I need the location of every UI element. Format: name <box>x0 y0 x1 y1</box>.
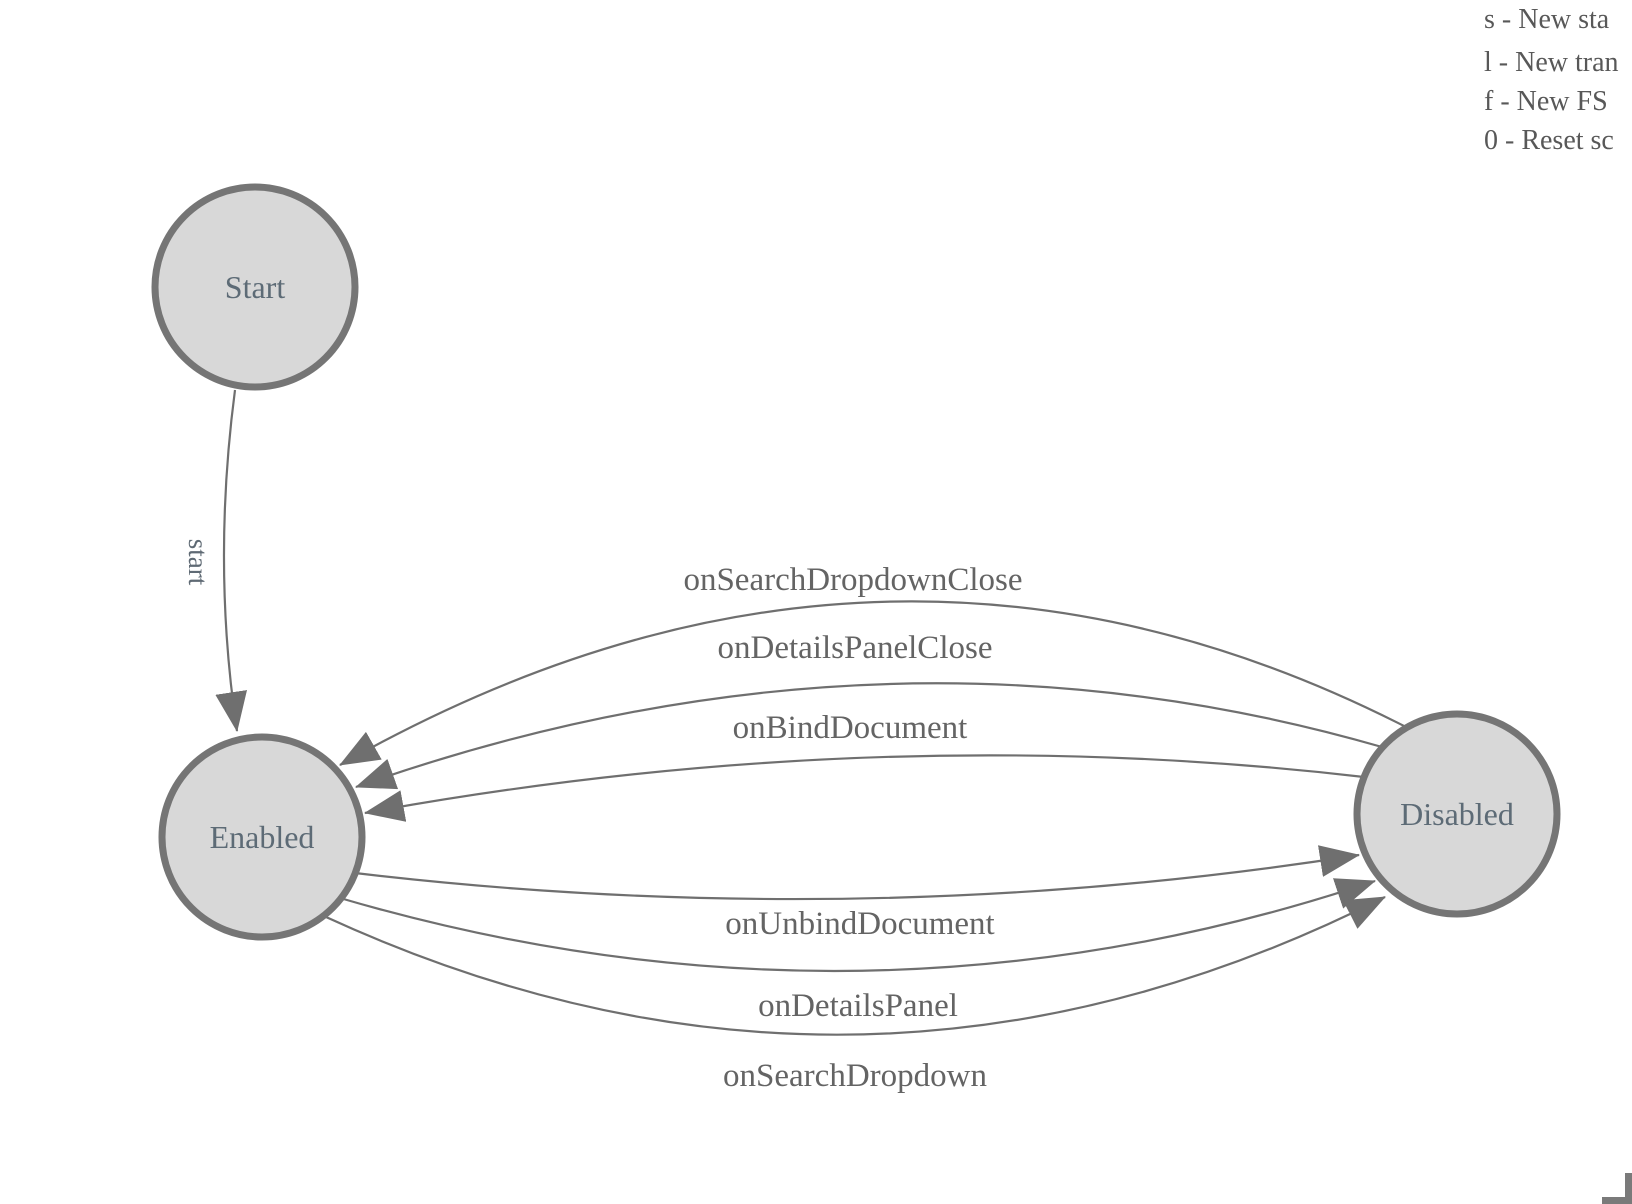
legend-line-new-transition: l - New tran <box>1484 47 1619 78</box>
transition-edge-onBindDocument[interactable] <box>364 754 1365 822</box>
state-node-enabled[interactable] <box>158 733 366 941</box>
state-label-enabled: Enabled <box>210 819 315 855</box>
legend-line-reset: 0 - Reset sc <box>1484 125 1614 156</box>
legend-line-new-fsm: f - New FS <box>1484 86 1608 117</box>
transition-label-onSearchDropdownClose[interactable]: onSearchDropdownClose <box>683 562 1022 598</box>
shortcuts-legend: s - New sta l - New tran f - New FS 0 - … <box>1484 4 1619 156</box>
state-node-disabled[interactable] <box>1353 710 1561 918</box>
transition-label-onBindDocument[interactable]: onBindDocument <box>733 710 968 746</box>
transition-edge-onSearchDropdown[interactable] <box>325 896 1386 1036</box>
state-label-disabled: Disabled <box>1400 796 1514 832</box>
transition-edge-start[interactable] <box>215 389 248 732</box>
viewport-corner-mark <box>1602 1173 1632 1204</box>
transition-edge-onUnbindDocument[interactable] <box>354 845 1360 901</box>
transition-label-onDetailsPanel[interactable]: onDetailsPanel <box>758 988 958 1024</box>
transition-label-onUnbindDocument[interactable]: onUnbindDocument <box>725 906 994 942</box>
transitions-layer: start onSearchDropdownClose onDetailsPan… <box>183 389 1407 1094</box>
transition-edge-onDetailsPanel[interactable] <box>339 878 1376 973</box>
states-layer: Start Enabled Disabled <box>151 183 1561 941</box>
transition-edge-onSearchDropdownClose[interactable] <box>339 600 1407 766</box>
state-node-start[interactable] <box>151 183 359 391</box>
legend-line-new-state: s - New sta <box>1484 4 1610 35</box>
transition-label-start[interactable]: start <box>183 539 213 586</box>
transition-label-onSearchDropdown[interactable]: onSearchDropdown <box>723 1058 987 1094</box>
transition-edge-onDetailsPanelClose[interactable] <box>355 682 1383 790</box>
state-label-start: Start <box>225 269 286 305</box>
transition-label-onDetailsPanelClose[interactable]: onDetailsPanelClose <box>718 630 993 666</box>
